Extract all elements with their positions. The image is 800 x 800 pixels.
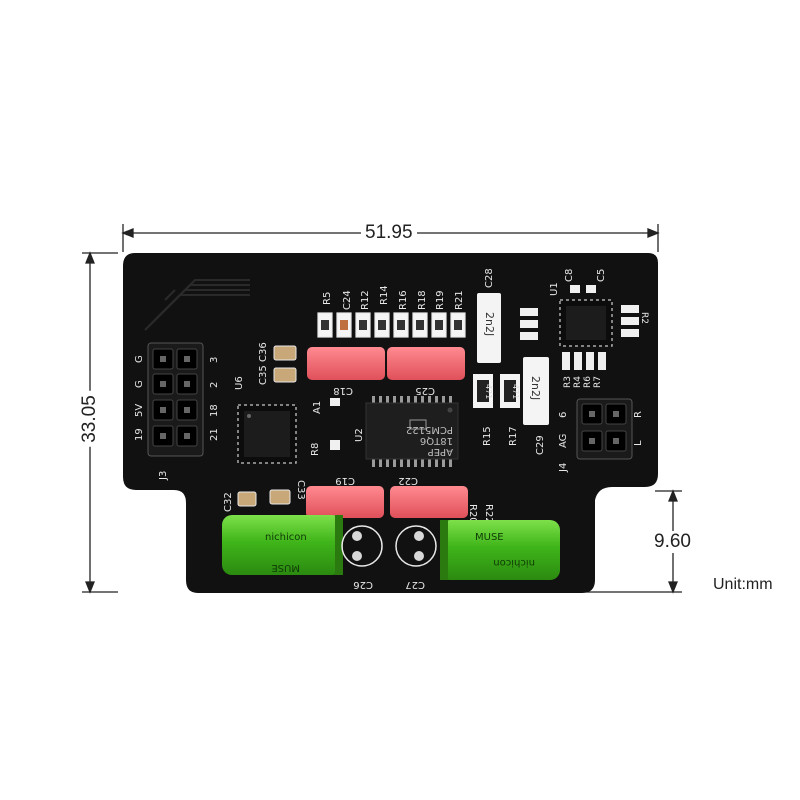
r15-ref-label: R15 [482, 426, 493, 446]
r5-ref-label: R5 [322, 292, 333, 305]
u6-chip [237, 404, 297, 464]
j4-pin-label: L [633, 440, 644, 446]
cap-brand-c26: nichicon [265, 532, 307, 543]
chip-marking-line1: PCM5122 [406, 424, 453, 435]
j4-pin-label: 6 [558, 412, 569, 418]
r22-ref-label: R22 [483, 504, 494, 524]
c29-ref-label: C29 [535, 435, 546, 455]
j4-header [576, 398, 633, 460]
film-cap-c25 [387, 347, 465, 380]
a1-ref-label: A1 [312, 401, 323, 414]
u1-ref-label: U1 [549, 282, 560, 296]
c36-ref-label: C36 [258, 342, 269, 362]
chip-marking-line3: APEP [428, 446, 453, 457]
r3-ref-label: R3 [563, 376, 573, 388]
j3-pin-label: G [134, 380, 145, 388]
c32-ref-label: C32 [223, 492, 234, 512]
c27-ref-label: C27 [405, 579, 425, 590]
r2-ref-label: R2 [639, 312, 649, 324]
r17-ref-label: R17 [508, 426, 519, 446]
j4-pin-label: R [633, 411, 644, 418]
u1-chip [559, 299, 613, 347]
polarity-markers [341, 525, 437, 567]
c26-ref-label: C26 [353, 579, 373, 590]
c22-ref-label: C22 [398, 475, 418, 486]
c33-ref-label: C33 [295, 480, 306, 500]
r4-ref-label: R4 [573, 376, 583, 388]
c8-ref-label: C8 [564, 269, 575, 282]
resistor-r17 [500, 374, 520, 408]
r6-ref-label: R6 [583, 376, 593, 388]
resistor-r15 [473, 374, 493, 408]
r21-ref-label: R21 [454, 290, 465, 310]
resistor-value-r15: 471 [484, 384, 493, 399]
cap-series-c26: MUSE [271, 562, 300, 573]
j3-pin-label: 2 [209, 382, 220, 388]
r8-ref-label: R8 [310, 443, 321, 456]
r16-ref-label: R16 [398, 290, 409, 310]
film-cap-c18 [307, 347, 385, 380]
pcm5122-chip [365, 396, 459, 467]
r7-ref-label: R7 [593, 376, 603, 388]
cap-value-c28: 2n2J [483, 312, 496, 336]
cap-brand-c27: nichicon [493, 557, 535, 568]
j4-pin-label: AG [558, 434, 569, 448]
tab-height-dimension-label: 9.60 [650, 531, 695, 553]
r14-ref-label: R14 [379, 285, 390, 305]
r20-ref-label: R20 [467, 504, 478, 524]
j3-pin-label: 19 [134, 428, 145, 441]
u6-ref-label: U6 [234, 376, 245, 390]
resistor-value-r17: 471 [511, 384, 520, 399]
electrolytic-cap-c26 [222, 515, 343, 575]
film-cap-c19 [306, 486, 384, 518]
film-cap-c29 [523, 357, 549, 425]
width-dimension-label: 51.95 [361, 222, 417, 244]
c28-ref-label: C28 [484, 268, 495, 288]
unit-label: Unit:mm [713, 576, 773, 593]
j3-pin-label: 21 [209, 428, 220, 441]
resistor-array-top [317, 312, 466, 338]
c35-ref-label: C35 [258, 365, 269, 385]
c25-ref-label: C25 [415, 385, 435, 396]
electrolytic-cap-c27 [440, 520, 560, 580]
j3-header [147, 342, 204, 457]
u2-ref-label: U2 [354, 428, 365, 442]
film-cap-c22 [390, 486, 468, 518]
j3-pin-label: G [134, 355, 145, 363]
j3-pin-label: 3 [209, 357, 220, 363]
r18-ref-label: R18 [417, 290, 428, 310]
cap-series-c27: MUSE [475, 532, 504, 543]
chip-marking-line2: 18TQ6 [420, 435, 453, 446]
j3-ref-label: J3 [158, 471, 169, 481]
c5-ref-label: C5 [596, 269, 607, 282]
c18-ref-label: C18 [333, 385, 353, 396]
j4-ref-label: J4 [558, 463, 569, 473]
c24-ref-label: C24 [342, 290, 353, 310]
r19-ref-label: R19 [435, 290, 446, 310]
r12-ref-label: R12 [360, 290, 371, 310]
cap-value-c29: 2n2J [529, 376, 542, 400]
j3-pin-label: 5V [134, 404, 145, 417]
film-cap-c28 [477, 293, 501, 363]
c19-ref-label: C19 [335, 475, 355, 486]
j3-pin-label: 18 [209, 404, 220, 417]
